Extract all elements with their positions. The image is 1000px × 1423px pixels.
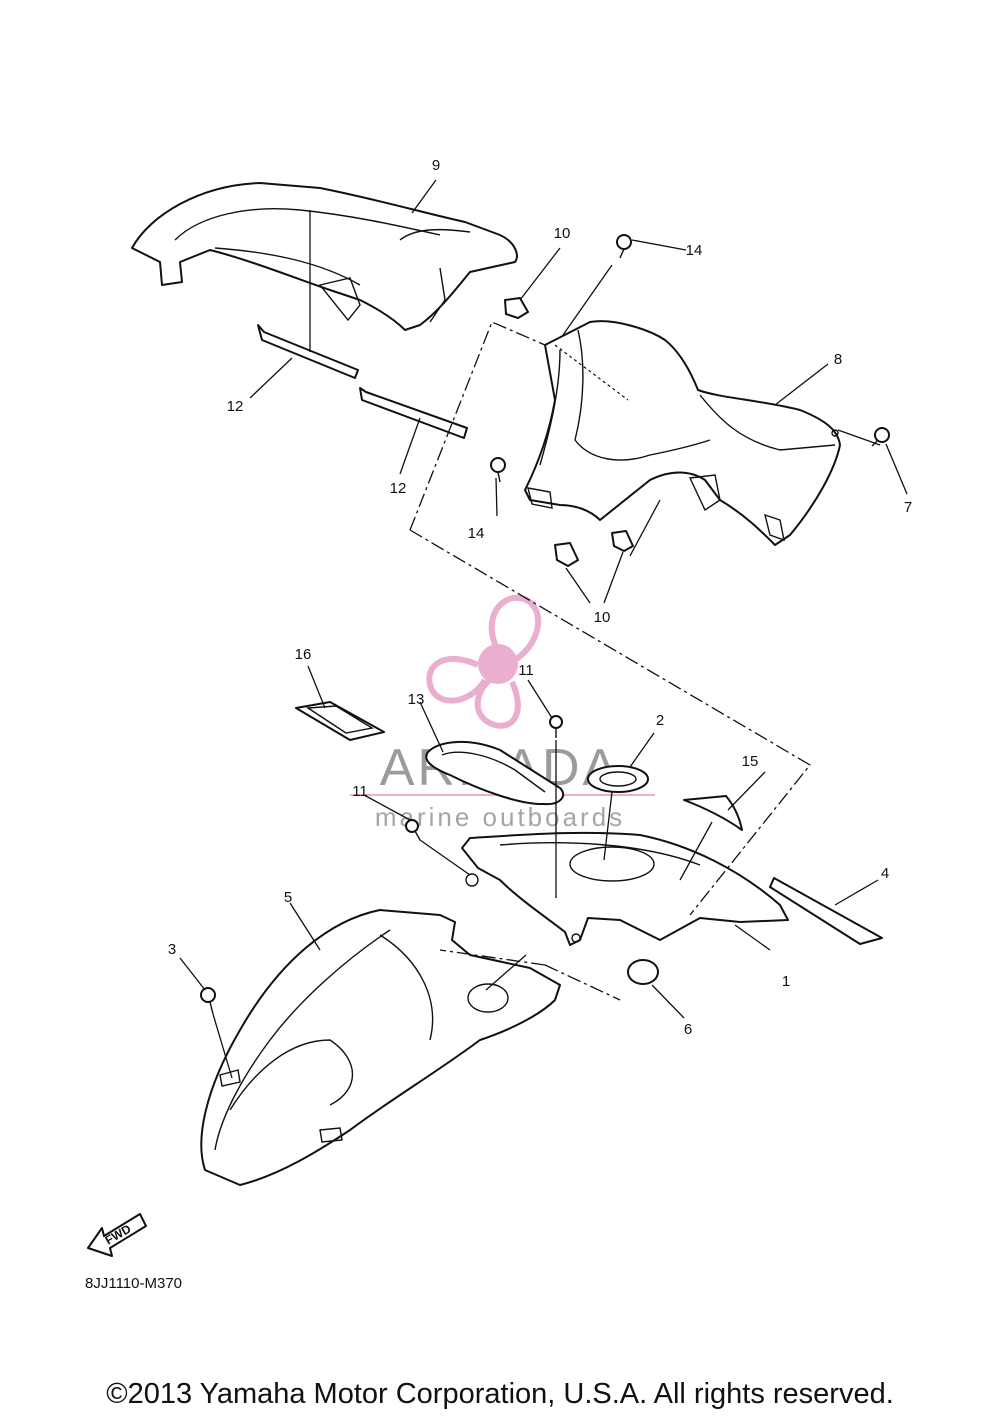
propeller-hub (478, 644, 518, 684)
copyright-notice: ©2013 Yamaha Motor Corporation, U.S.A. A… (106, 1378, 894, 1410)
label-4: 4 (881, 865, 889, 882)
label-1: 1 (782, 973, 790, 990)
part-14-screw-lower (490, 457, 506, 483)
part-12-strip-lower (359, 387, 468, 439)
part-11-screw-upper (549, 715, 563, 738)
label-13: 13 (408, 691, 425, 708)
part-4-strip (769, 877, 883, 945)
label-10-lower: 10 (594, 609, 611, 626)
part-8-cover (524, 320, 841, 546)
label-12-left: 12 (227, 398, 244, 415)
part-number-labels: 9 10 14 8 12 12 7 14 10 16 11 13 2 15 11… (168, 157, 912, 1038)
label-12-right: 12 (390, 480, 407, 497)
label-6: 6 (684, 1021, 692, 1038)
leader-lines (179, 179, 908, 1079)
label-10-upper: 10 (554, 225, 571, 242)
part-16-plate (295, 701, 385, 741)
part-3-screw (200, 987, 216, 1015)
label-11-lower: 11 (352, 783, 368, 800)
label-7: 7 (904, 499, 912, 516)
label-16: 16 (295, 646, 312, 663)
label-8: 8 (834, 351, 842, 368)
part-9-cover (131, 182, 518, 331)
part-15-sheet (683, 795, 743, 831)
label-14-upper: 14 (686, 242, 703, 259)
part-14-screw-upper (616, 234, 632, 259)
part-13-frame (425, 740, 565, 806)
part-1-base (461, 831, 789, 946)
part-10-clip-upper (504, 297, 529, 319)
part-10-clip-left (554, 542, 579, 567)
part-6-cap (627, 959, 659, 985)
assembly-lines (409, 321, 811, 1001)
label-3: 3 (168, 941, 176, 958)
propeller-icon (426, 594, 542, 729)
label-14-lower: 14 (468, 525, 485, 542)
forward-arrow-icon: FWD (87, 1213, 147, 1257)
label-2: 2 (656, 712, 664, 729)
part-5-cover (200, 909, 561, 1186)
part-12-strip-upper (257, 324, 359, 379)
part-10-clip-right (611, 530, 634, 552)
part-11-screw-lower (405, 819, 421, 841)
label-9: 9 (432, 157, 440, 174)
label-15: 15 (742, 753, 759, 770)
label-5: 5 (284, 889, 292, 906)
label-11-upper: 11 (518, 662, 534, 679)
part-2-grommet (587, 765, 649, 793)
drawing-code: 8JJ1110-M370 (85, 1275, 182, 1292)
